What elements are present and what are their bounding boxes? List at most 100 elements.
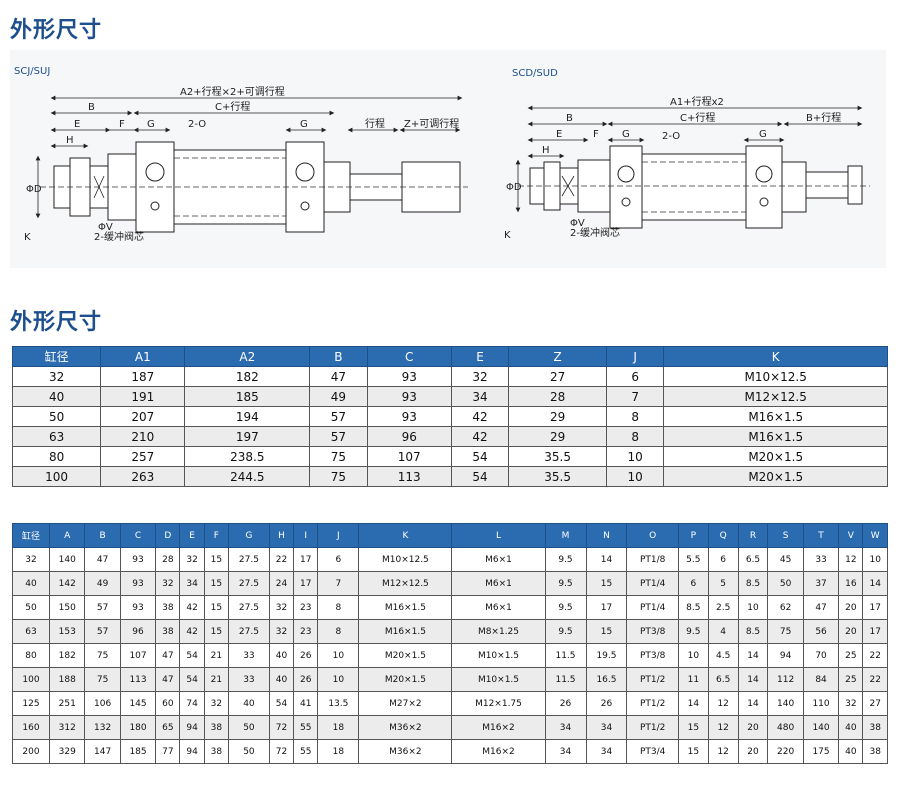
table-cell: 34 bbox=[585, 739, 628, 764]
table-cell: 142 bbox=[49, 571, 86, 596]
table-cell: M20×1.5 bbox=[358, 643, 453, 668]
table-cell: 312 bbox=[49, 715, 86, 740]
table-cell: 40 bbox=[268, 667, 295, 692]
table-cell: 40 bbox=[838, 715, 864, 740]
dim-g-label-left: G bbox=[147, 119, 155, 130]
table-cell: 182 bbox=[49, 643, 86, 668]
table-cell: 11 bbox=[677, 667, 709, 692]
table-cell: 55 bbox=[293, 715, 319, 740]
dim-v-label-left: ΦV bbox=[98, 222, 113, 233]
table-cell: 263 bbox=[100, 466, 186, 487]
table-cell: 9.5 bbox=[544, 619, 587, 644]
table-cell: 20 bbox=[737, 715, 769, 740]
table-cell: 10 bbox=[317, 643, 360, 668]
table-cell: 140 bbox=[802, 715, 840, 740]
table-cell: 17 bbox=[862, 619, 888, 644]
table-cell: 54 bbox=[179, 643, 205, 668]
table-cell: 38 bbox=[862, 715, 888, 740]
table-cell: 75 bbox=[309, 446, 368, 467]
table-cell: 14 bbox=[737, 667, 769, 692]
table-cell: PT3/8 bbox=[626, 643, 679, 668]
table-cell: M6×1 bbox=[451, 571, 546, 596]
table-cell: 20 bbox=[838, 619, 864, 644]
table-cell: PT1/2 bbox=[626, 691, 679, 716]
table-cell: 33 bbox=[227, 667, 270, 692]
table-cell: 4.5 bbox=[707, 643, 739, 668]
table-cell: 100 bbox=[11, 667, 51, 692]
table-cell: M36×2 bbox=[358, 739, 453, 764]
dim-f-label-left: F bbox=[119, 119, 125, 130]
table-cell: 28 bbox=[155, 547, 181, 572]
table-cell: PT1/8 bbox=[626, 547, 679, 572]
table-cell: 14 bbox=[862, 571, 888, 596]
table-cell: 15 bbox=[677, 739, 709, 764]
table-cell: 251 bbox=[49, 691, 86, 716]
dim-g2-label-left: G bbox=[300, 119, 308, 130]
table-cell: 6.5 bbox=[737, 547, 769, 572]
table-cell: 23 bbox=[293, 619, 319, 644]
table-cell: 21 bbox=[203, 667, 229, 692]
table-cell: M16×1.5 bbox=[663, 406, 888, 427]
table-cell: 185 bbox=[119, 739, 157, 764]
table-cell: 19.5 bbox=[585, 643, 628, 668]
table-cell: 107 bbox=[119, 643, 157, 668]
table-cell: 10 bbox=[605, 446, 665, 467]
table-cell: M12×1.75 bbox=[451, 691, 546, 716]
table-cell: PT1/4 bbox=[626, 571, 679, 596]
table-cell: 33 bbox=[227, 643, 270, 668]
table-cell: 113 bbox=[119, 667, 157, 692]
table-cell: 7 bbox=[605, 386, 665, 407]
table-cell: 93 bbox=[119, 571, 157, 596]
table-cell: 8 bbox=[605, 426, 665, 447]
table-cell: 16.5 bbox=[585, 667, 628, 692]
table-cell: 40 bbox=[227, 691, 270, 716]
table-cell: 6 bbox=[707, 547, 739, 572]
table-cell: 110 bbox=[802, 691, 840, 716]
table-cell: 106 bbox=[84, 691, 121, 716]
table-cell: 244.5 bbox=[184, 466, 311, 487]
column-header: D bbox=[155, 523, 181, 548]
table-cell: 38 bbox=[203, 715, 229, 740]
table-cell: 57 bbox=[84, 595, 121, 620]
table-cell: 14 bbox=[737, 643, 769, 668]
column-header: E bbox=[450, 346, 510, 367]
table-cell: 94 bbox=[767, 643, 804, 668]
outline-dimensions-title: 外形尺寸 bbox=[10, 18, 103, 43]
dim-c-label-left: C+行程 bbox=[215, 100, 250, 113]
table-cell: 54 bbox=[268, 691, 295, 716]
dim-h-label-left: H bbox=[66, 135, 74, 146]
table-cell: 80 bbox=[11, 643, 51, 668]
column-header: 缸径 bbox=[11, 523, 51, 548]
table-cell: 47 bbox=[155, 667, 181, 692]
table-cell: M10×1.5 bbox=[451, 643, 546, 668]
dim-h-label-right: H bbox=[542, 145, 550, 156]
table-cell: 6.5 bbox=[707, 667, 739, 692]
table-cell: 32 bbox=[179, 547, 205, 572]
table-cell: 38 bbox=[155, 619, 181, 644]
table-cell: M27×2 bbox=[358, 691, 453, 716]
table-cell: 38 bbox=[155, 595, 181, 620]
table-cell: 62 bbox=[767, 595, 804, 620]
technical-drawing-panel: SCJ/SUJ A2+行程×2+可调行程 B C+行程 E F G 2-O G … bbox=[10, 50, 886, 268]
table-cell: 84 bbox=[802, 667, 840, 692]
table-cell: 10 bbox=[605, 466, 665, 487]
table-cell: 26 bbox=[293, 667, 319, 692]
table-cell: 38 bbox=[862, 739, 888, 764]
dimensions-table-title: 外形尺寸 bbox=[10, 310, 103, 335]
table-cell: M16×2 bbox=[451, 739, 546, 764]
dim-e-label-right: E bbox=[556, 129, 562, 140]
table-cell: 80 bbox=[11, 446, 102, 467]
table-cell: M6×1 bbox=[451, 547, 546, 572]
dim-a1-label: A1+行程x2 bbox=[670, 95, 724, 108]
table-cell: 27.5 bbox=[227, 571, 270, 596]
dim-e-label-left: E bbox=[74, 119, 80, 130]
table-cell: 33 bbox=[802, 547, 840, 572]
column-header: R bbox=[737, 523, 769, 548]
table-cell: 96 bbox=[119, 619, 157, 644]
table-cell: 191 bbox=[100, 386, 186, 407]
table-cell: PT1/2 bbox=[626, 667, 679, 692]
